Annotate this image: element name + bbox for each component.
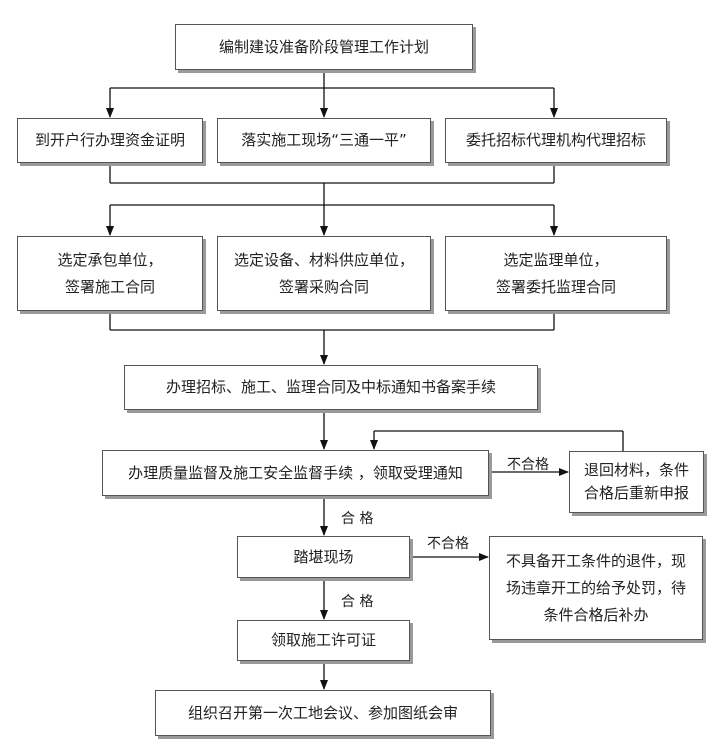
node-filing-text: 办理招标、施工、监理合同及中标通知书备案手续 bbox=[165, 378, 496, 397]
node-survey-text: 踏堪现场 bbox=[293, 547, 354, 566]
node-penalty: 不具备开工条件的退件，现 场违章开工的给予处罚，待 条件合格后补办 bbox=[489, 536, 703, 640]
node-supplier-line2: 签署采购合同 bbox=[278, 277, 369, 296]
node-permit: 领取施工许可证 bbox=[237, 620, 410, 661]
node-supervisor: 选定监理单位， 签署委托监理合同 bbox=[445, 236, 667, 311]
node-supplier-line1: 选定设备、材料供应单位， bbox=[233, 251, 414, 270]
node-contractor-line1: 选定承包单位， bbox=[57, 251, 163, 270]
edge-label-fail-survey: 不合格 bbox=[427, 536, 469, 552]
node-plan: 编制建设准备阶段管理工作计划 bbox=[175, 24, 473, 70]
node-return: 退回材料，条件 合格后重新申报 bbox=[569, 451, 704, 513]
node-supervisor-line2: 签署委托监理合同 bbox=[495, 277, 616, 296]
node-site: 落实施工现场“三通一平” bbox=[217, 118, 431, 163]
node-penalty-line3: 条件合格后补办 bbox=[543, 605, 649, 624]
node-funds-text: 到开户行办理资金证明 bbox=[34, 131, 185, 150]
node-penalty-line2: 场违章开工的给予处罚，待 bbox=[505, 578, 686, 597]
node-survey: 踏堪现场 bbox=[237, 536, 410, 578]
node-penalty-line1: 不具备开工条件的退件，现 bbox=[505, 551, 686, 570]
node-quality: 办理质量监督及施工安全监督手续 ，领取受理通知 bbox=[102, 450, 489, 496]
node-supplier: 选定设备、材料供应单位， 签署采购合同 bbox=[217, 236, 431, 311]
node-filing: 办理招标、施工、监理合同及中标通知书备案手续 bbox=[124, 365, 538, 410]
node-site-text: 落实施工现场“三通一平” bbox=[241, 131, 407, 150]
node-meeting: 组织召开第一次工地会议、参加图纸会审 bbox=[155, 690, 491, 736]
node-bidding: 委托招标代理机构代理招标 bbox=[445, 118, 667, 163]
edge-label-pass-survey: 合 格 bbox=[341, 594, 374, 610]
edge-label-pass-quality: 合 格 bbox=[341, 511, 374, 527]
node-plan-text: 编制建设准备阶段管理工作计划 bbox=[218, 37, 429, 56]
node-meeting-text: 组织召开第一次工地会议、参加图纸会审 bbox=[187, 703, 458, 722]
node-bidding-text: 委托招标代理机构代理招标 bbox=[465, 131, 646, 150]
node-contractor: 选定承包单位， 签署施工合同 bbox=[17, 236, 203, 311]
node-supervisor-line1: 选定监理单位， bbox=[503, 251, 609, 270]
node-funds: 到开户行办理资金证明 bbox=[17, 118, 203, 163]
node-permit-text: 领取施工许可证 bbox=[270, 631, 376, 650]
edge-label-fail-quality: 不合格 bbox=[507, 457, 549, 473]
node-contractor-line2: 签署施工合同 bbox=[64, 277, 155, 296]
node-return-line2: 合格后重新申报 bbox=[583, 484, 689, 502]
node-return-line1: 退回材料，条件 bbox=[583, 460, 689, 479]
node-quality-text: 办理质量监督及施工安全监督手续 ，领取受理通知 bbox=[128, 463, 463, 482]
